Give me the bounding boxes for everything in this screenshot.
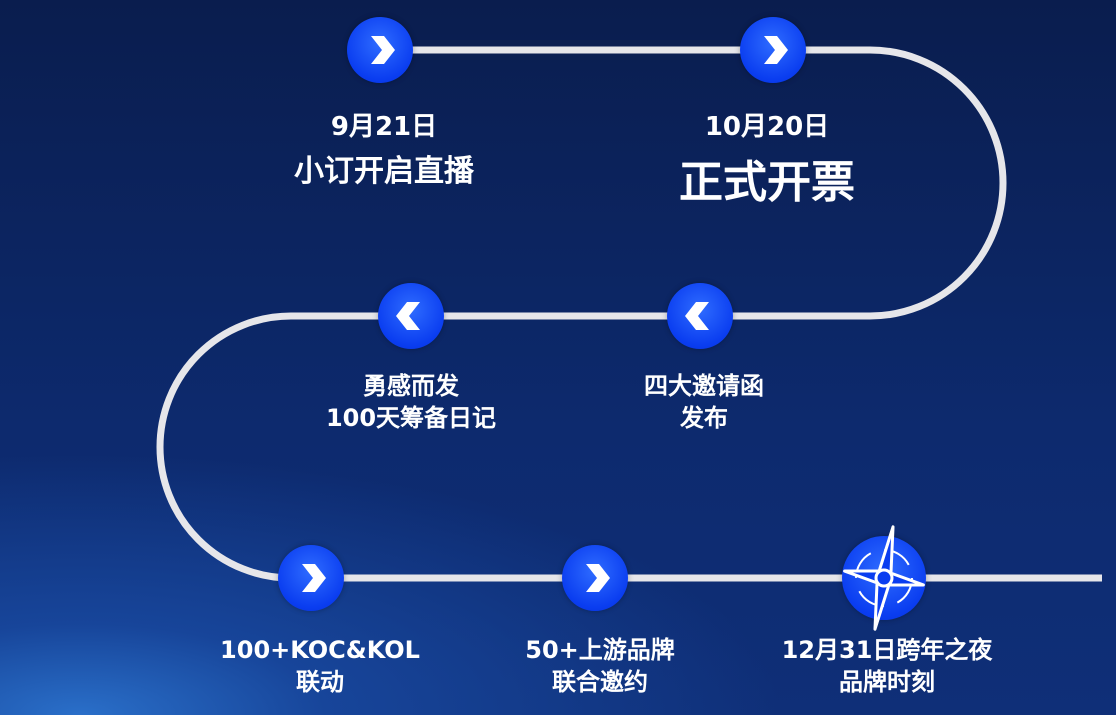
chevron-right-icon — [586, 564, 610, 592]
milestone-2-node[interactable] — [740, 17, 806, 83]
chevron-left-icon — [685, 302, 709, 330]
chevron-right-icon — [302, 564, 326, 592]
milestone-2-date: 10月20日 — [704, 112, 830, 142]
milestone-4-line2: 100天筹备日记 — [325, 404, 497, 432]
milestone-5-node[interactable] — [278, 545, 344, 611]
milestone-3-node[interactable] — [667, 283, 733, 349]
milestone-7-line1: 12月31日跨年之夜 — [781, 636, 993, 664]
milestone-3-line1: 四大邀请函 — [644, 372, 764, 400]
milestone-7-node[interactable] — [842, 525, 926, 631]
chevron-right-icon — [371, 36, 395, 64]
milestone-3-line2: 发布 — [680, 404, 728, 432]
milestone-4-node[interactable] — [378, 283, 444, 349]
milestone-6-line1: 50+上游品牌 — [525, 636, 675, 664]
milestone-1-title: 小订开启直播 — [294, 154, 474, 189]
milestone-6-line2: 联合邀约 — [552, 668, 648, 696]
chevron-right-icon — [764, 36, 788, 64]
milestone-4-line1: 勇感而发 — [363, 372, 459, 400]
milestone-5-line1: 100+KOC&KOL — [220, 636, 420, 664]
chevron-left-icon — [396, 302, 420, 330]
milestone-6-node[interactable] — [562, 545, 628, 611]
compass-icon — [843, 525, 925, 631]
milestone-1-date: 9月21日 — [330, 112, 438, 142]
milestone-1-node[interactable] — [347, 17, 413, 83]
milestone-5-line2: 联动 — [296, 668, 344, 696]
milestone-7-line2: 品牌时刻 — [839, 668, 935, 696]
milestone-2-title: 正式开票 — [679, 157, 855, 208]
